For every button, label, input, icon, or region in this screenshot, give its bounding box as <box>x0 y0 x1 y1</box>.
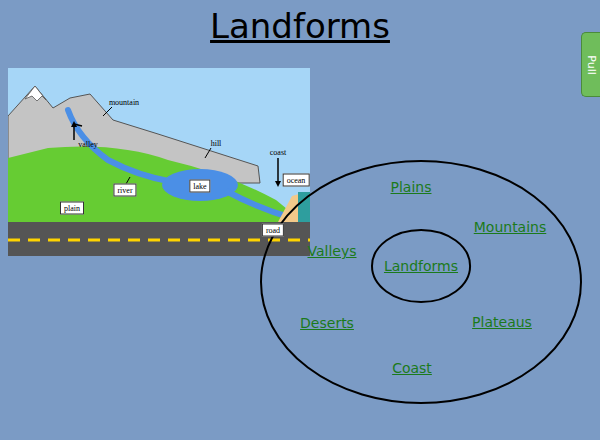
landform-type: Plateaus <box>472 314 532 330</box>
part-label: mountain <box>109 98 139 107</box>
part-label: road <box>262 224 284 237</box>
part-label: plain <box>60 202 84 215</box>
landform-type: Mountains <box>474 219 547 235</box>
leader-line <box>205 148 211 158</box>
leader-arrow <box>277 158 279 182</box>
arrow-head <box>275 181 281 187</box>
leader-line <box>103 107 112 116</box>
leader-line <box>74 124 82 126</box>
part-label: lake <box>189 180 210 193</box>
river-water <box>68 110 173 182</box>
part-label: valley <box>78 140 98 149</box>
outer-ellipse: PlainsMountainsValleysDeserts PlateausCoa… <box>260 160 582 404</box>
landform-type: Plains <box>391 179 432 195</box>
ellipse-shape <box>261 161 581 403</box>
landform-type: Valleys <box>307 243 356 259</box>
ellipse-shape <box>372 230 470 302</box>
tab-label: Pull <box>585 55 598 75</box>
lake-water <box>162 169 238 201</box>
part-label: coast <box>270 148 286 157</box>
snow-cap <box>25 86 46 101</box>
road-surface <box>8 222 310 256</box>
green-land <box>8 147 298 223</box>
part-label: hill <box>211 139 222 148</box>
coast-beach <box>278 194 299 222</box>
landform-type: Coast <box>392 360 432 376</box>
pull-tab: Pull <box>581 32 600 97</box>
landform-type: Deserts <box>300 315 354 331</box>
part-label: ocean <box>283 174 310 187</box>
centre-label: Landforms <box>384 258 458 274</box>
part-label: river <box>113 184 136 197</box>
road-line <box>8 239 310 242</box>
sky <box>8 68 310 256</box>
inner-ellipse: Landforms <box>371 229 471 303</box>
page-title: Landforms <box>210 6 390 46</box>
